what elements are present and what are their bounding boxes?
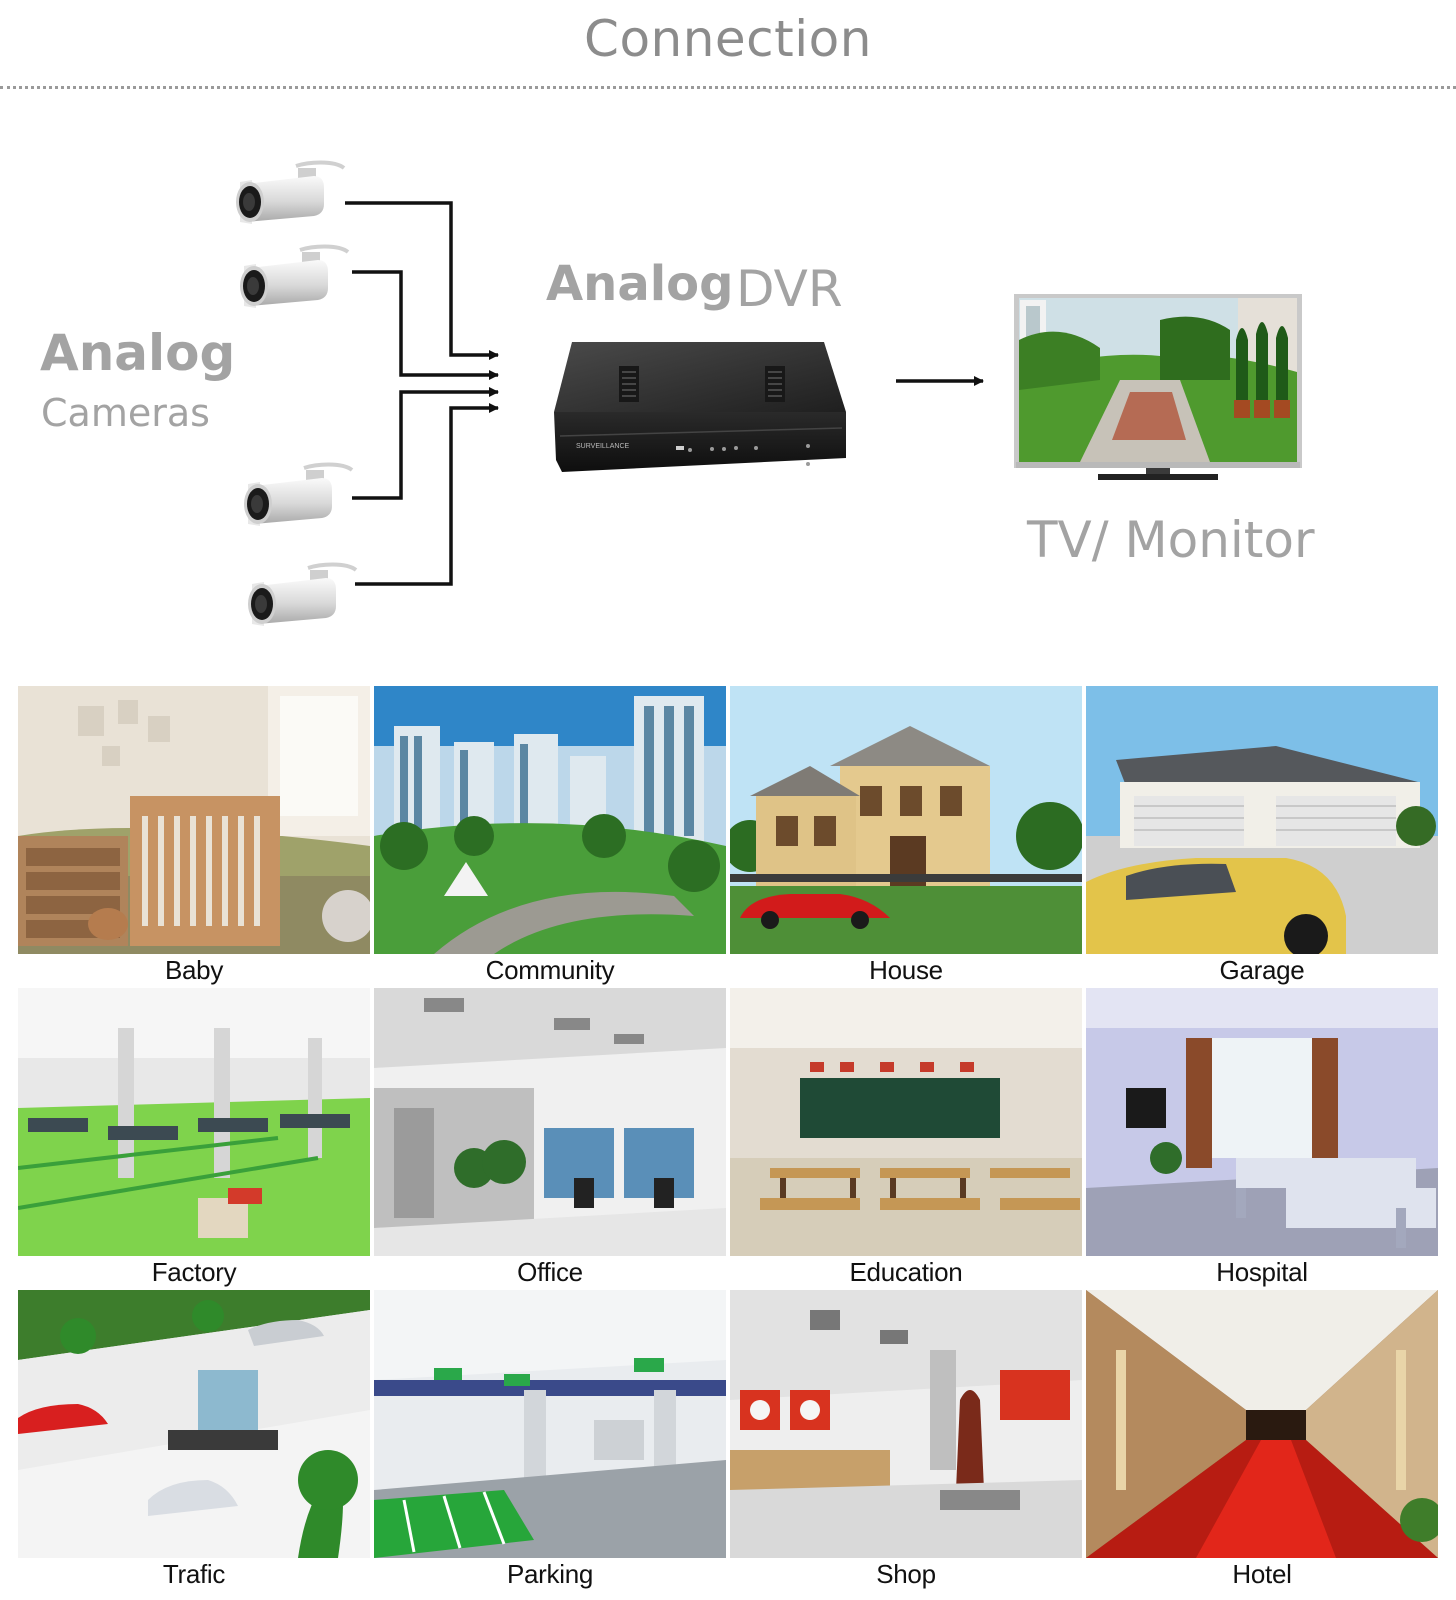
classroom-scene	[730, 988, 1082, 1256]
scene-caption: Community	[485, 955, 615, 985]
scene-caption: Parking	[506, 1559, 594, 1589]
scene-caption: Garage	[1219, 955, 1305, 985]
scene-tile-hotel: Hotel	[1086, 1290, 1438, 1590]
cameras-label-line1: Analog	[40, 324, 236, 382]
factory-scene	[18, 988, 370, 1256]
camera-icon	[234, 160, 346, 226]
community-scene	[374, 686, 726, 954]
scene-caption: Office	[517, 1257, 583, 1287]
scene-tile-education: Education	[730, 988, 1082, 1288]
scene-caption: House	[869, 955, 943, 985]
scene-tile-hospital: Hospital	[1086, 988, 1438, 1288]
scene-tile-house: House	[730, 686, 1082, 986]
camera-icon	[238, 244, 350, 310]
scene-caption: Education	[849, 1257, 963, 1287]
dvr-label-line2: DVR	[736, 260, 843, 318]
hospital-scene	[1086, 988, 1438, 1256]
office-scene	[374, 988, 726, 1256]
scene-caption: Hotel	[1232, 1559, 1292, 1589]
shop-scene	[730, 1290, 1082, 1558]
scene-caption: Trafic	[162, 1559, 226, 1589]
connection-diagram-svg: SURVEILLANCE	[234, 160, 1302, 628]
page-title: Connection	[584, 10, 872, 68]
scene-tile-community: Community	[374, 686, 726, 986]
scene-caption: Factory	[151, 1257, 237, 1287]
scene-caption: Hospital	[1216, 1257, 1308, 1287]
hotel-scene	[1086, 1290, 1438, 1558]
scene-tile-parking: Parking	[374, 1290, 726, 1590]
monitor-icon	[1014, 294, 1302, 480]
scene-tile-factory: Factory	[18, 988, 370, 1288]
scene-tile-shop: Shop	[730, 1290, 1082, 1590]
dotted-divider	[0, 86, 1456, 89]
garage-scene	[1086, 686, 1438, 954]
traffic-scene	[18, 1290, 370, 1558]
scene-tile-garage: Garage	[1086, 686, 1438, 986]
connection-diagram: SURVEILLANCE	[0, 0, 1456, 670]
monitor-label: TV/ Monitor	[1027, 511, 1315, 569]
application-grid: Baby Community Hou	[18, 686, 1440, 1590]
scene-caption: Shop	[876, 1559, 936, 1589]
parking-scene	[374, 1290, 726, 1558]
scene-caption: Baby	[164, 955, 224, 985]
dvr-icon: SURVEILLANCE	[554, 342, 846, 472]
dvr-label-line1: Analog	[546, 256, 734, 312]
nursery-scene	[18, 686, 370, 954]
camera-icon	[246, 562, 358, 628]
house-scene	[730, 686, 1082, 954]
camera-icon	[242, 462, 354, 528]
camera-wires	[345, 201, 984, 586]
scene-tile-baby: Baby	[18, 686, 370, 986]
cameras-label-line2: Cameras	[41, 391, 210, 435]
scene-tile-office: Office	[374, 988, 726, 1288]
dvr-brand-text: SURVEILLANCE	[576, 443, 630, 450]
scene-tile-trafic: Trafic	[18, 1290, 370, 1590]
